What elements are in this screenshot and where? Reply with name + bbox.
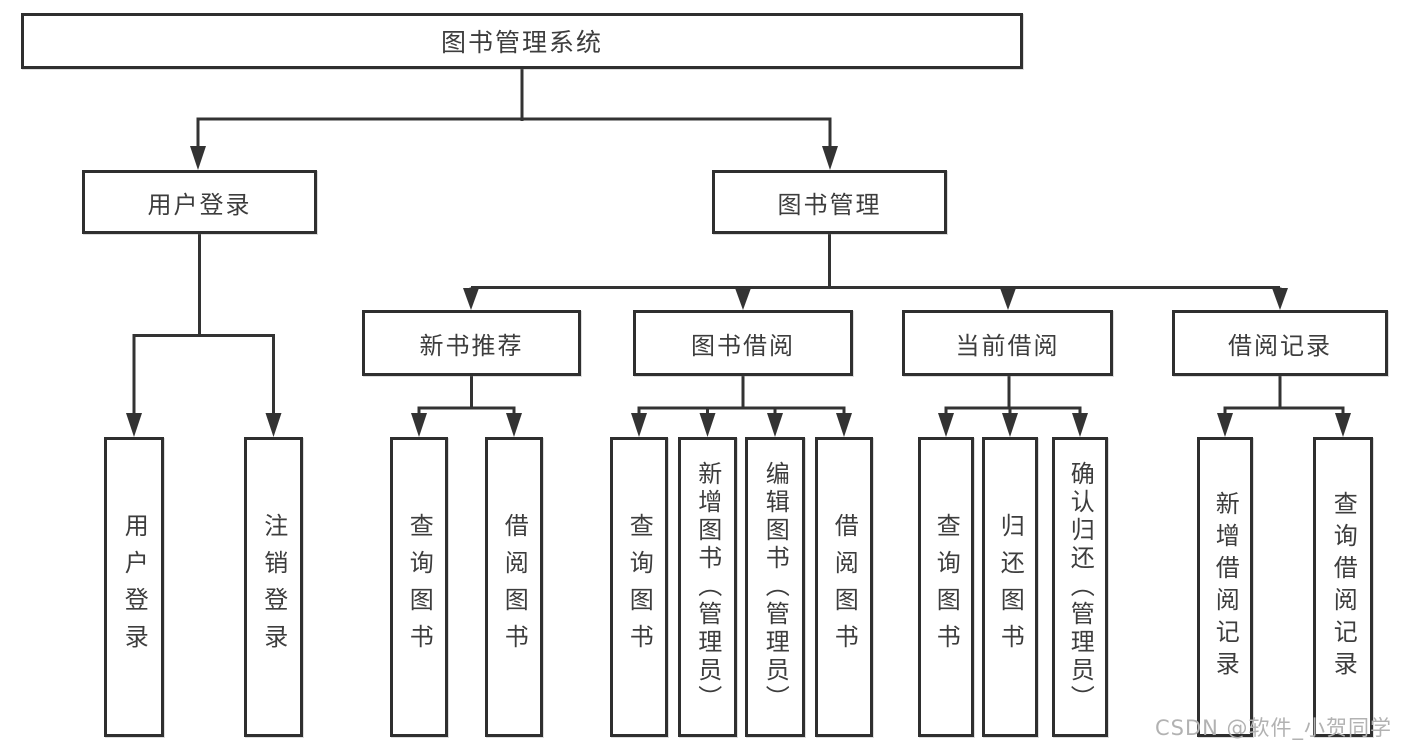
leaf-add-borrow-record: 新增借阅记录 (1197, 437, 1253, 737)
leaf-user-login: 用户登录 (104, 437, 164, 737)
node-label: 图书管理 (777, 190, 882, 219)
leaf-return-books: 归还图书 (982, 437, 1038, 737)
connector-book-borrow-branch (637, 376, 846, 413)
leaf-add-books-admin: 新增图书（管理员） (678, 437, 737, 737)
connector-root-to-level2 (196, 69, 832, 146)
node-label: 新增借阅记录 (1211, 491, 1240, 683)
node-label: 借阅图书 (500, 513, 529, 661)
node-label: 查询图书 (405, 513, 434, 661)
node-label: 确认归还（管理员） (1066, 461, 1095, 713)
connector-user-login-branch (132, 234, 275, 413)
leaf-confirm-return-admin: 确认归还（管理员） (1052, 437, 1108, 737)
node-label: 用户登录 (120, 513, 149, 661)
node-label: 当前借阅 (955, 331, 1060, 360)
node-label: 查询借阅记录 (1329, 491, 1358, 683)
node-label: 图书管理系统 (440, 28, 603, 57)
node-label: 注销登录 (259, 513, 288, 661)
node-label: 查询图书 (932, 513, 961, 661)
node-book-management: 图书管理 (712, 170, 947, 234)
leaf-query-books-recommend: 查询图书 (390, 437, 448, 737)
node-label: 查询图书 (625, 513, 654, 661)
node-borrow-records: 借阅记录 (1172, 310, 1388, 376)
leaf-borrow-books: 借阅图书 (815, 437, 873, 737)
leaf-borrow-books-recommend: 借阅图书 (485, 437, 543, 737)
connector-book-mgmt-branch (469, 234, 1282, 291)
csdn-watermark: CSDN @软件_小贺同学 (1155, 716, 1393, 740)
node-library-management-system: 图书管理系统 (21, 13, 1023, 69)
leaf-logout: 注销登录 (244, 437, 303, 737)
leaf-edit-books-admin: 编辑图书（管理员） (745, 437, 805, 737)
node-label: 用户登录 (147, 190, 252, 219)
node-user-login: 用户登录 (82, 170, 317, 234)
connector-new-book-branch (417, 376, 516, 413)
node-label: 新书推荐 (419, 331, 524, 360)
node-label: 编辑图书（管理员） (761, 461, 790, 713)
node-label: 新增图书（管理员） (693, 461, 722, 713)
node-book-borrowing: 图书借阅 (633, 310, 853, 376)
node-new-book-recommend: 新书推荐 (362, 310, 581, 376)
node-label: 借阅图书 (830, 513, 859, 661)
connector-borrow-records-branch (1223, 376, 1345, 413)
leaf-query-borrow-record: 查询借阅记录 (1313, 437, 1373, 737)
leaf-query-books-current: 查询图书 (918, 437, 974, 737)
leaf-query-books-borrowing: 查询图书 (610, 437, 668, 737)
node-label: 图书借阅 (691, 331, 795, 360)
node-label: 借阅记录 (1228, 331, 1332, 360)
node-current-borrowing: 当前借阅 (902, 310, 1113, 376)
connector-current-borrow-branch (944, 376, 1082, 413)
node-label: 归还图书 (996, 513, 1025, 661)
